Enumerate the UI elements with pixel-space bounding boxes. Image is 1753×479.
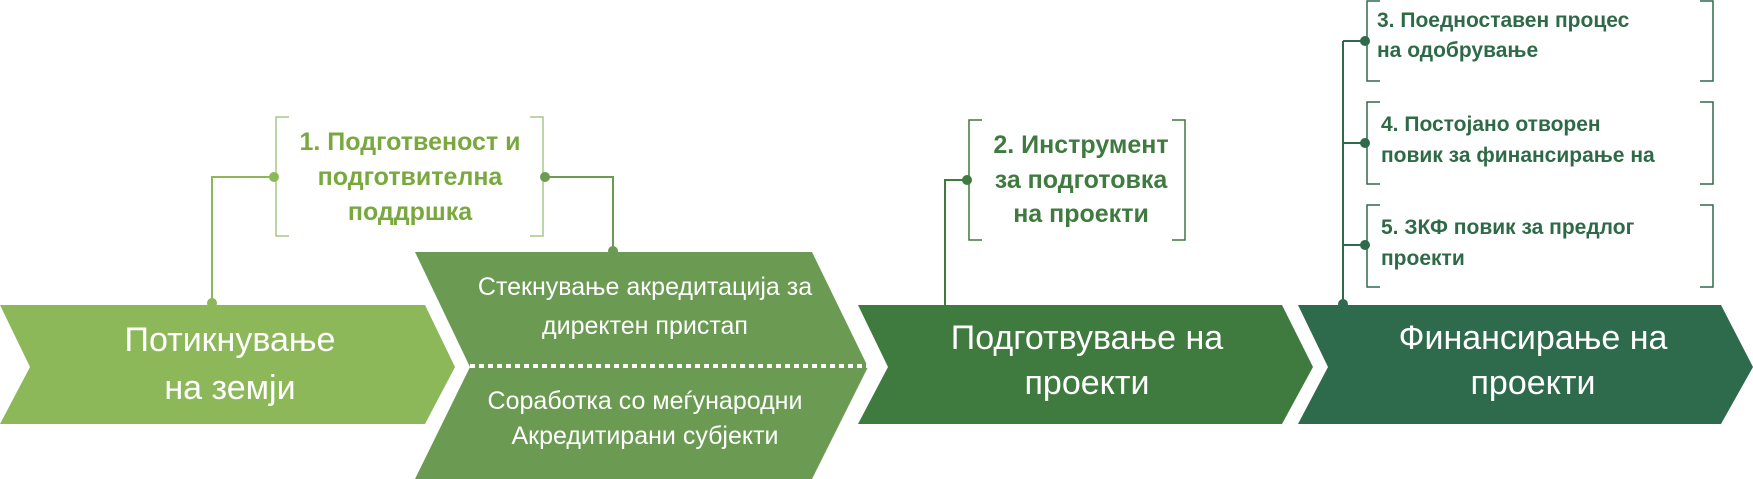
note-1-connector-right-dot (540, 172, 550, 182)
stage-1-label-line-1: Потикнување (125, 321, 336, 359)
stage-2-top-line-1: Стекнување акредитација за (478, 273, 812, 301)
note-2-line-2: за подготовка (995, 166, 1169, 194)
note-5: 5. ЗКФ повик за предлог проекти (1343, 204, 1714, 288)
note-1-line-1: 1. Подготвеност и (300, 128, 521, 156)
stage-3-label-line-2: проекти (1025, 364, 1150, 402)
stage-4-chevron (1298, 305, 1753, 424)
note-2-connector (944, 179, 967, 305)
stage-1-label: Потикнување на земји (125, 321, 336, 407)
stage-2-bottom-line-2: Акредитирани субјекти (511, 422, 778, 450)
note-3-line-2: на одобрување (1377, 39, 1538, 62)
note-2: 2. Инструмент за подготовка на проекти (944, 119, 1186, 305)
note-4-line-1: 4. Постојано отворен (1381, 113, 1601, 136)
note-3-connector-dot (1360, 36, 1370, 46)
stage-2-bottom-label: Соработка со меѓународни Акредитирани су… (488, 387, 803, 450)
note-5-connector-dot (1360, 240, 1370, 250)
note-5-right-bracket (1700, 204, 1714, 288)
stage-4-label: Финансирање на проекти (1399, 319, 1668, 402)
note-1-line-3: поддршка (348, 198, 473, 226)
note-1-connector-left-end (207, 298, 217, 308)
note-4-connector-dot (1360, 138, 1370, 148)
stage-3-chevron (858, 305, 1313, 424)
stage-2-top-label: Стекнување акредитација за директен прис… (478, 273, 812, 340)
stage-1-label-line-2: на земји (164, 369, 295, 407)
stage-3-label-line-1: Подготвување на (951, 319, 1223, 357)
stage-2-bottom-line-1: Соработка со меѓународни (488, 387, 803, 415)
note-4-right-bracket (1700, 101, 1714, 185)
note-2-line-1: 2. Инструмент (993, 131, 1168, 159)
note-2-line-3: на проекти (1013, 200, 1149, 228)
note-3: 3. Поедноставен процес на одобрување (1343, 0, 1714, 82)
note-4: 4. Постојано отворен повик за финансирањ… (1343, 101, 1714, 185)
note-3-right-bracket (1700, 0, 1714, 82)
note-1-connector-left (211, 176, 274, 303)
note-2-connector-dot (962, 175, 972, 185)
stage-3-label: Подготвување на проекти (951, 319, 1223, 402)
stage-2-top-line-2: директен пристап (542, 312, 748, 340)
note-1-connector-right (545, 176, 614, 251)
note-3-line-1: 3. Поедноставен процес (1377, 9, 1630, 32)
note-5-line-2: проекти (1381, 247, 1465, 270)
note-5-line-1: 5. ЗКФ повик за предлог (1381, 216, 1635, 239)
notes-3-5-group: 3. Поедноставен процес на одобрување 4. … (1338, 0, 1714, 309)
note-2-right-bracket (1172, 119, 1186, 241)
note-1-connector-left-dot (269, 172, 279, 182)
note-1: 1. Подготвеност и подготвителна поддршка (207, 116, 618, 308)
note-1-connector-right-end (608, 246, 618, 256)
stage-1-chevron (0, 305, 455, 424)
stage-4-label-line-2: проекти (1471, 364, 1596, 402)
note-4-line-2: повик за финансирање на (1381, 144, 1655, 167)
stage-4-label-line-1: Финансирање на (1399, 319, 1668, 357)
notes-3-5-connector-end (1338, 299, 1348, 309)
note-1-line-2: подготвителна (318, 163, 504, 191)
